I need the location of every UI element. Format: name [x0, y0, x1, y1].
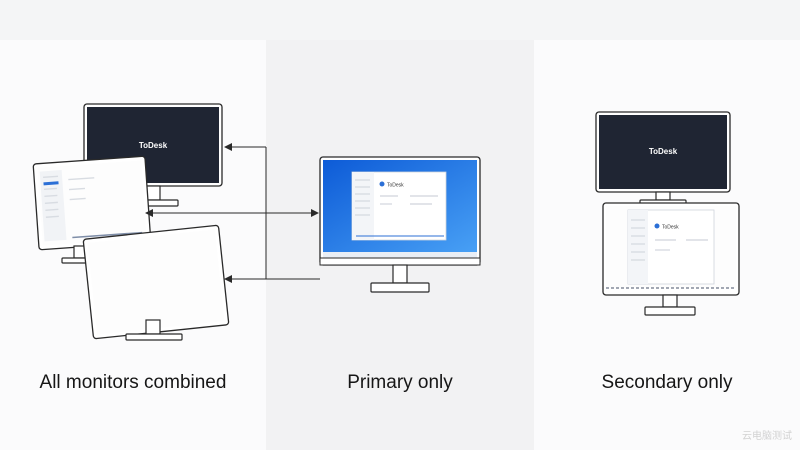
caption-secondary-only: Secondary only	[601, 372, 733, 393]
left-top-brand: ToDesk	[139, 141, 168, 150]
primary-monitor: ToDesk	[319, 156, 481, 293]
secondary-app-title: ToDesk	[662, 225, 679, 231]
left-middle-monitor	[32, 155, 152, 264]
connector-lines	[145, 143, 320, 283]
left-bottom-monitor	[82, 224, 230, 341]
right-bottom-monitor: ToDesk	[602, 202, 740, 316]
right-top-brand: ToDesk	[649, 147, 678, 156]
caption-primary-only: Primary only	[347, 372, 453, 393]
right-top-monitor: ToDesk	[595, 111, 731, 206]
caption-all-monitors: All monitors combined	[39, 372, 227, 393]
watermark: 云电脑测试	[742, 431, 792, 442]
primary-app-title: ToDesk	[387, 183, 404, 189]
